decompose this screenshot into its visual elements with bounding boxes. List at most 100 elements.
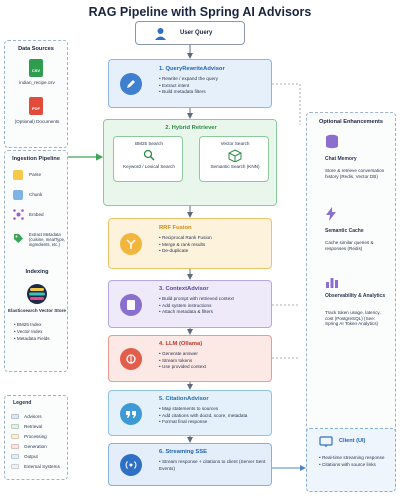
bullet: Stream response + citations to client (S… xyxy=(159,459,269,472)
broadcast-icon xyxy=(125,461,137,469)
stage-5-bullets: Map statements to sources Add citations … xyxy=(159,406,271,426)
bullet: Build prompt with retrieved context xyxy=(159,296,234,303)
merge-icon xyxy=(126,239,136,249)
chat-memory-desc: Store & retrieve conversation history (R… xyxy=(325,168,385,179)
analytics-icon xyxy=(326,278,338,288)
stage-6-title: 6. Streaming SSE xyxy=(159,449,208,455)
data-sources-title: Data Sources xyxy=(18,46,54,52)
bullet: Build metadata filters xyxy=(159,89,218,96)
stage-2-title: 2. Hybrid Retriever xyxy=(165,125,217,131)
user-query-label: User Query xyxy=(180,30,213,36)
es-item: • Vector Index xyxy=(14,329,43,334)
observability-title: Observability & Analytics xyxy=(325,293,386,299)
bullet: Rewrite / expand the query xyxy=(159,76,218,83)
legend-swatch xyxy=(11,424,19,429)
legend-item: Retrieval xyxy=(11,424,42,429)
es-item-bm25: BM25 Index xyxy=(16,322,42,327)
hybrid-retriever: 2. Hybrid Retriever BM25 Search Keyword … xyxy=(103,119,277,206)
bullet: Generate answer xyxy=(159,351,206,358)
llm-ollama: 4. LLM (Ollama) Generate answer Stream t… xyxy=(108,335,272,382)
legend-swatch xyxy=(11,444,19,449)
semantic-cache-desc: Cache similar queries & responses (Redis… xyxy=(325,240,374,251)
bullet: Citations with source links xyxy=(319,462,393,469)
step-chunk: Chunk xyxy=(29,192,43,197)
chat-memory-title: Chat Memory xyxy=(325,156,357,162)
context-advisor: 3. ContextAdvisor Build prompt with retr… xyxy=(108,280,272,328)
legend-item: Output xyxy=(11,454,38,459)
client-ui-panel: Client (UI) Real-time streaming response… xyxy=(306,428,396,492)
bullet: Map statements to sources xyxy=(159,406,271,413)
rrf-title: RRF Fusion xyxy=(159,225,192,231)
bullet: De-duplicate xyxy=(159,248,212,255)
optional-title: Optional Enhancements xyxy=(318,119,384,125)
stage-6-bullets: Stream response + citations to client (S… xyxy=(159,459,269,472)
legend-swatch xyxy=(11,454,19,459)
pdf-file-icon: PDF xyxy=(29,97,43,115)
bullet: Use provided context xyxy=(159,364,206,371)
embed-icon xyxy=(13,209,24,220)
search-icon xyxy=(143,149,155,161)
elasticsearch-logo xyxy=(27,284,47,304)
stage-1-title: 1. QueryRewriteAdvisor xyxy=(159,66,225,72)
bullet: Attach metadata & filters xyxy=(159,309,234,316)
legend-swatch xyxy=(11,414,19,419)
query-rewrite-advisor: 1. QueryRewriteAdvisor Rewrite / expand … xyxy=(108,59,272,108)
citation-advisor: 5. CitationAdvisor Map statements to sou… xyxy=(108,390,272,436)
fusion-icon xyxy=(120,233,142,255)
stream-icon xyxy=(120,454,142,476)
parse-icon xyxy=(13,170,23,180)
tag-icon xyxy=(14,234,23,243)
stage-4-bullets: Generate answer Stream tokens Use provid… xyxy=(159,351,206,371)
legend-item: Advisors xyxy=(11,414,42,419)
link-s1-optional xyxy=(272,83,301,125)
pdf-badge: PDF xyxy=(32,106,40,111)
legend-label: External Systems xyxy=(24,464,60,469)
llm-icon xyxy=(120,348,142,370)
bullet: Extract intent xyxy=(159,83,218,90)
bm25-title: BM25 Search xyxy=(135,141,163,146)
stage-3-bullets: Build prompt with retrieved context Add … xyxy=(159,296,234,316)
lightning-icon xyxy=(326,207,336,221)
observability-desc: Track token usage, latency, cost (Postgr… xyxy=(325,310,381,327)
database-icon xyxy=(326,134,338,149)
data-sources-panel: Data Sources CSV indian_recipe.csv PDF (… xyxy=(4,40,68,148)
legend-label: Retrieval xyxy=(24,424,43,429)
rrf-fusion: RRF Fusion Reciprocal Rank Fusion Merge … xyxy=(108,218,272,269)
pencil-icon xyxy=(127,80,135,88)
user-query-box: User Query xyxy=(135,21,245,45)
indexing-title: Indexing xyxy=(25,269,49,275)
ingestion-panel: Ingestion Pipeline Parse Chunk Embed Ext… xyxy=(4,150,68,372)
csv-badge: CSV xyxy=(31,68,41,73)
bullet: Add citations with docId, score, metadat… xyxy=(159,413,271,420)
user-icon xyxy=(155,28,166,40)
bullet: Reciprocal Rank Fusion xyxy=(159,235,212,242)
legend-label: Output xyxy=(24,454,38,459)
vector-search-box: Vector Search Semantic Search (KNN) xyxy=(199,136,269,182)
citation-icon xyxy=(120,403,142,425)
stage-5-title: 5. CitationAdvisor xyxy=(159,396,209,402)
vector-title: Vector Search xyxy=(220,141,250,146)
vector-cube-icon xyxy=(228,149,242,162)
chunk-icon xyxy=(13,190,23,200)
elasticsearch-title: Elasticsearch Vector Store xyxy=(8,308,66,313)
stage-1-bullets: Rewrite / expand the query Extract inten… xyxy=(159,76,218,96)
rewrite-icon xyxy=(120,73,142,95)
ingestion-title: Ingestion Pipeline xyxy=(12,156,60,162)
stage-3-title: 3. ContextAdvisor xyxy=(159,286,209,292)
client-title: Client (UI) xyxy=(339,438,366,444)
streaming-sse: 6. Streaming SSE Stream response + citat… xyxy=(108,443,272,486)
stage-4-title: 4. LLM (Ollama) xyxy=(159,341,203,347)
legend-item: External Systems xyxy=(11,464,60,469)
vector-subtitle: Semantic Search (KNN) xyxy=(210,164,260,169)
document-icon xyxy=(127,300,135,310)
client-bullets: Real-time streaming response Citations w… xyxy=(319,455,393,468)
legend-item: Generation xyxy=(11,444,47,449)
legend-swatch xyxy=(11,434,19,439)
es-item: • BM25 Index xyxy=(14,322,42,327)
diagram-title: RAG Pipeline with Spring AI Advisors xyxy=(88,5,312,19)
legend-label: Processing xyxy=(24,434,47,439)
legend-item: Processing xyxy=(11,434,47,439)
bullet: Format final response xyxy=(159,419,271,426)
bm25-subtitle: Keyword / Lexical Search xyxy=(123,164,175,169)
legend-swatch xyxy=(11,464,19,469)
